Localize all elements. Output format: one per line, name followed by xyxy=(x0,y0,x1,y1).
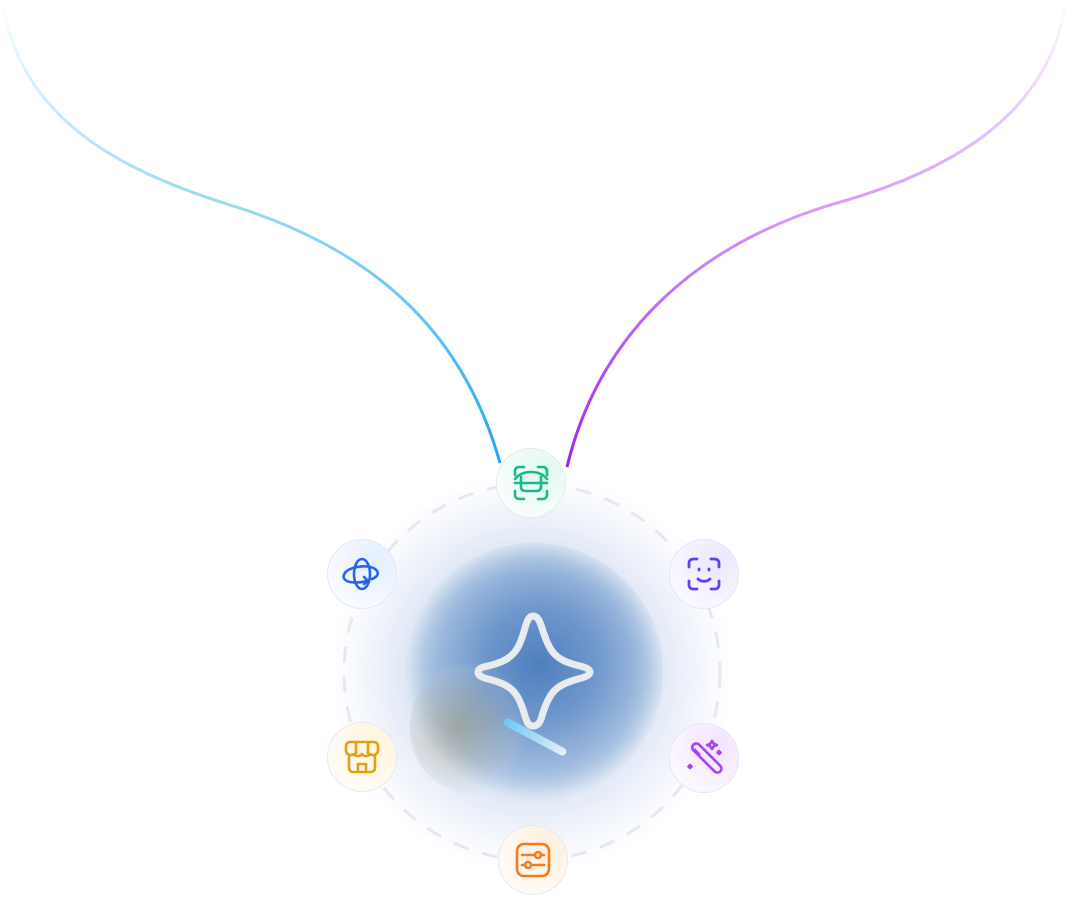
scan-object-node[interactable] xyxy=(496,448,566,518)
scan-object-icon xyxy=(513,465,549,501)
face-scan-node[interactable] xyxy=(669,539,739,609)
orbit-rotate-node[interactable] xyxy=(327,539,397,609)
ai-sphere[interactable] xyxy=(405,543,663,801)
orbit-rotate-icon xyxy=(342,557,380,591)
sliders-settings-node[interactable] xyxy=(498,825,568,895)
connector-left xyxy=(0,0,502,464)
sliders-settings-icon xyxy=(515,842,551,878)
storefront-node[interactable] xyxy=(327,722,397,792)
face-scan-icon xyxy=(687,557,721,591)
sparkle-star-icon xyxy=(474,612,594,730)
magic-wand-node[interactable] xyxy=(669,723,739,793)
connector-right xyxy=(565,0,1068,468)
storefront-icon xyxy=(344,740,380,774)
magic-wand-icon xyxy=(687,739,723,774)
